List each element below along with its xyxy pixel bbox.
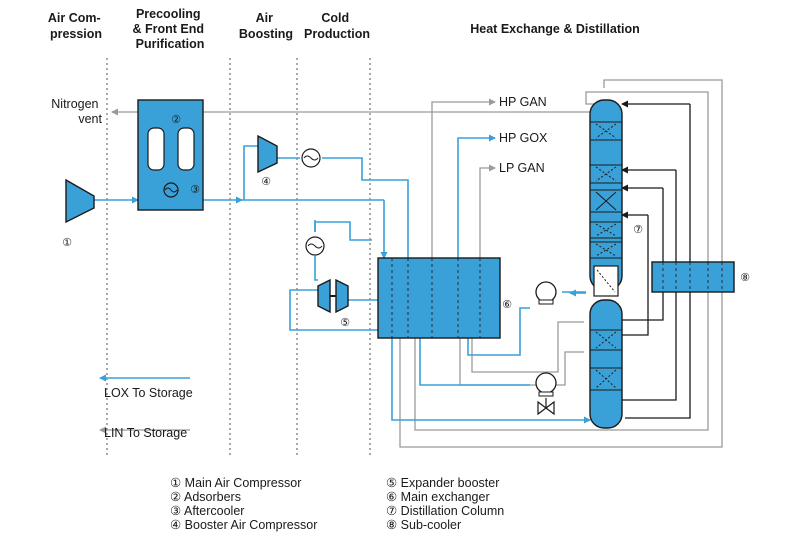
key-item: ⑤ Expander booster bbox=[386, 476, 499, 490]
control-valve-icon bbox=[537, 398, 555, 416]
adsorber-unit bbox=[137, 99, 204, 211]
key-item: ⑦ Distillation Column bbox=[386, 504, 504, 518]
header-air-boosting: Air Boosting bbox=[239, 11, 293, 41]
column-number: ⑦ bbox=[633, 223, 643, 236]
booster-cooler-icon bbox=[301, 148, 321, 168]
main-air-compressor-number: ① bbox=[62, 236, 72, 249]
header-heat-exchange: Heat Exchange & Distillation bbox=[470, 22, 639, 36]
header-air-compression: Air Com- pression bbox=[48, 11, 104, 41]
column-internal-streams bbox=[621, 100, 691, 419]
hp-gan-label: HP GAN bbox=[499, 95, 547, 109]
aftercooler-number: ③ bbox=[190, 183, 200, 196]
sub-cooler-number: ⑧ bbox=[740, 271, 750, 284]
booster-number: ④ bbox=[261, 175, 271, 188]
expander-cooler-icon bbox=[305, 236, 325, 256]
legend-lin-label: LIN To Storage bbox=[104, 426, 187, 440]
key-item: ② Adsorbers bbox=[170, 490, 241, 504]
distillation-column bbox=[589, 99, 623, 429]
key-item: ④ Booster Air Compressor bbox=[170, 518, 317, 532]
main-exchanger bbox=[377, 257, 501, 339]
hp-gox-label: HP GOX bbox=[499, 131, 548, 145]
equipment-key: ① Main Air Compressor ② Adsorbers ③ Afte… bbox=[170, 476, 504, 532]
air-oxygen-streams bbox=[94, 134, 591, 424]
expander-number: ⑤ bbox=[340, 316, 350, 329]
main-exchanger-number: ⑥ bbox=[502, 298, 512, 311]
expander-booster-shape bbox=[317, 278, 349, 314]
header-precooling: Precooling & Front End Purification bbox=[133, 7, 208, 51]
lp-gan-label: LP GAN bbox=[499, 161, 545, 175]
lox-pump-icon bbox=[535, 281, 557, 305]
lin-pump-icon bbox=[535, 372, 557, 397]
key-item: ⑧ Sub-cooler bbox=[386, 518, 461, 532]
booster-compressor-shape bbox=[257, 134, 278, 174]
nitrogen-vent-label: Nitrogen vent bbox=[51, 97, 102, 126]
section-dividers bbox=[106, 58, 371, 458]
sub-cooler bbox=[651, 261, 735, 293]
key-item: ① Main Air Compressor bbox=[170, 476, 301, 490]
legend-lox-label: LOX To Storage bbox=[104, 386, 193, 400]
main-air-compressor-shape bbox=[65, 178, 95, 224]
key-item: ⑥ Main exchanger bbox=[386, 490, 490, 504]
key-item: ③ Aftercooler bbox=[170, 504, 244, 518]
adsorbers-number: ② bbox=[171, 113, 181, 126]
header-cold-production: Cold Production bbox=[304, 11, 370, 41]
